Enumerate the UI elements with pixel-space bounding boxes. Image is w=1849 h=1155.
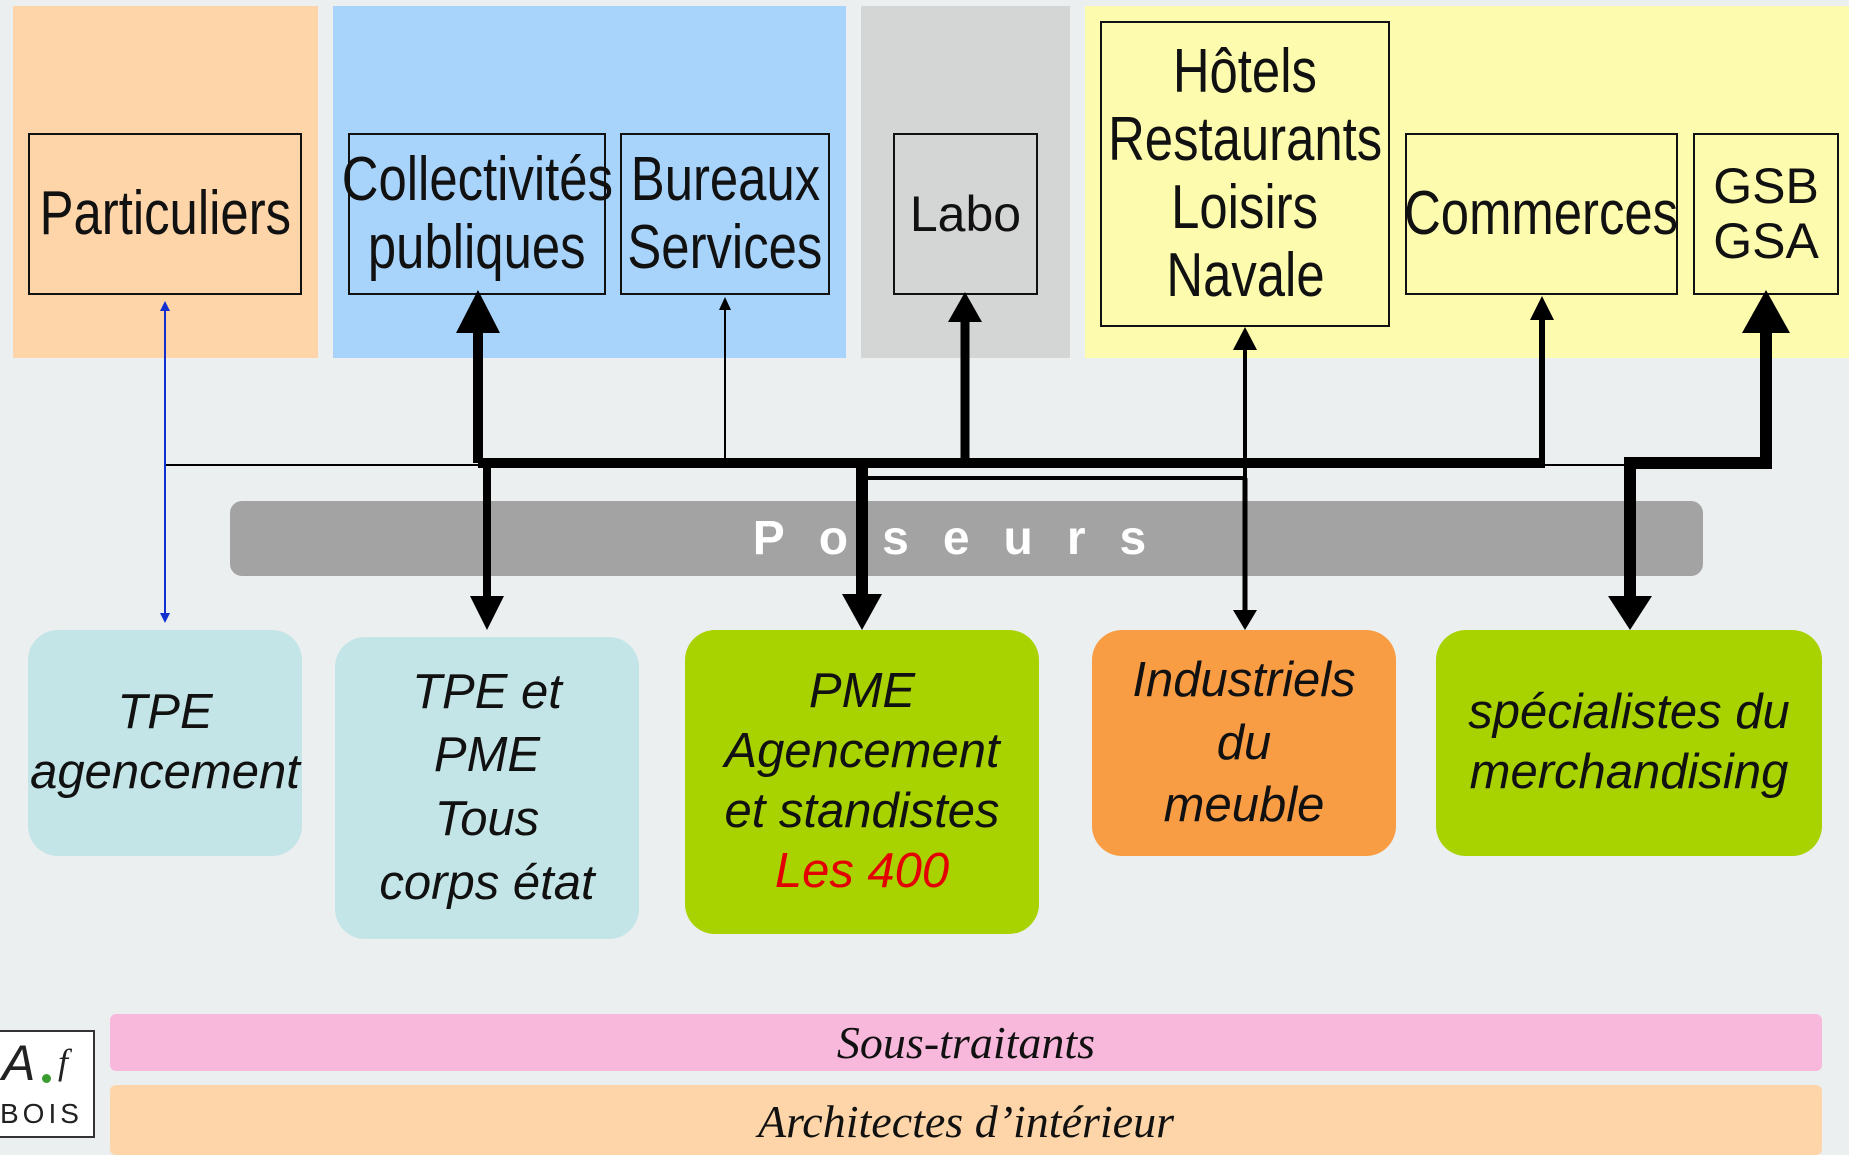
arrow-gsb <box>1742 290 1790 333</box>
gsb-line-2: GSA <box>1713 213 1819 269</box>
tpe-pme-line-4: corps état <box>379 855 595 910</box>
gsb-box: GSB GSA <box>1693 133 1839 295</box>
arrow-industriels <box>1233 610 1257 630</box>
hotels-line-1: Hôtels <box>1172 36 1318 106</box>
specialistes-box: spécialistes du merchandising <box>1436 630 1822 856</box>
pme-highlight: Les 400 <box>774 843 950 898</box>
tpe-pme-line-3: Tous <box>434 792 540 846</box>
arrow-hotels <box>1233 327 1257 350</box>
architectes-band: Architectes d’intérieur <box>110 1085 1822 1155</box>
logo-text: BOIS <box>0 1098 83 1129</box>
industriels-line-1: Industriels <box>1132 652 1356 707</box>
tpe-pme-box: TPE et PME Tous corps état <box>335 637 639 939</box>
industriels-line-3: meuble <box>1163 778 1325 833</box>
arrow-commerces <box>1530 296 1554 320</box>
tpe-agencement-line-2: agencement <box>30 745 300 799</box>
pme-line-2: Agencement <box>724 724 1000 779</box>
arrow-tpe-pme <box>470 596 504 630</box>
tpe-agencement-line-1: TPE <box>117 685 213 740</box>
tpe-agencement-box: TPE agencement <box>28 630 302 856</box>
commerces-box: Commerces <box>1404 133 1679 295</box>
pme-line-1: PME <box>808 664 916 719</box>
bureaux-box: Bureaux Services <box>620 133 830 295</box>
gsb-connector <box>1624 320 1772 598</box>
pme-box: PME Agencement et standistes Les 400 <box>685 630 1039 934</box>
logo-dot-icon <box>42 1074 51 1083</box>
gsb-line-1: GSB <box>1713 158 1819 214</box>
arrow-pme <box>842 594 882 630</box>
poseurs-label: Poseurs <box>752 512 1181 565</box>
hotels-line-2: Restaurants <box>1107 104 1383 174</box>
bureaux-line-1: Bureaux <box>630 144 820 214</box>
arrow-collectivites <box>456 290 500 333</box>
industriels-box: Industriels du meuble <box>1092 630 1396 856</box>
logo-mark: A <box>2 1035 36 1091</box>
hotels-line-3: Loisirs <box>1171 173 1319 242</box>
arrow-bureaux <box>719 297 731 310</box>
afbois-logo: A f BOIS <box>0 1030 95 1138</box>
specialistes-line-2: merchandising <box>1469 745 1789 799</box>
tpe-pme-line-2: PME <box>433 728 541 783</box>
particuliers-box: Particuliers <box>28 133 302 295</box>
labo-box: Labo <box>893 133 1038 295</box>
tpe-pme-line-1: TPE et <box>412 664 562 719</box>
bureaux-line-2: Services <box>627 213 823 282</box>
hotels-box: Hôtels Restaurants Loisirs Navale <box>1100 21 1390 327</box>
collectivites-box: Collectivités publiques <box>341 133 613 295</box>
collectivites-line-2: publiques <box>368 213 586 282</box>
sous-traitants-band: Sous-traitants <box>110 1014 1822 1071</box>
industriels-line-2: du <box>1216 715 1272 770</box>
logo-accent: f <box>58 1042 69 1082</box>
poseurs-bar: Poseurs <box>230 501 1703 576</box>
arrow-specialistes <box>1608 596 1652 630</box>
specialistes-line-1: spécialistes du <box>1468 685 1790 740</box>
hotels-line-4: Navale <box>1165 241 1325 311</box>
pme-line-3: et standistes <box>724 784 1000 838</box>
arrow-labo <box>948 292 982 322</box>
collectivites-line-1: Collectivités <box>341 144 613 214</box>
